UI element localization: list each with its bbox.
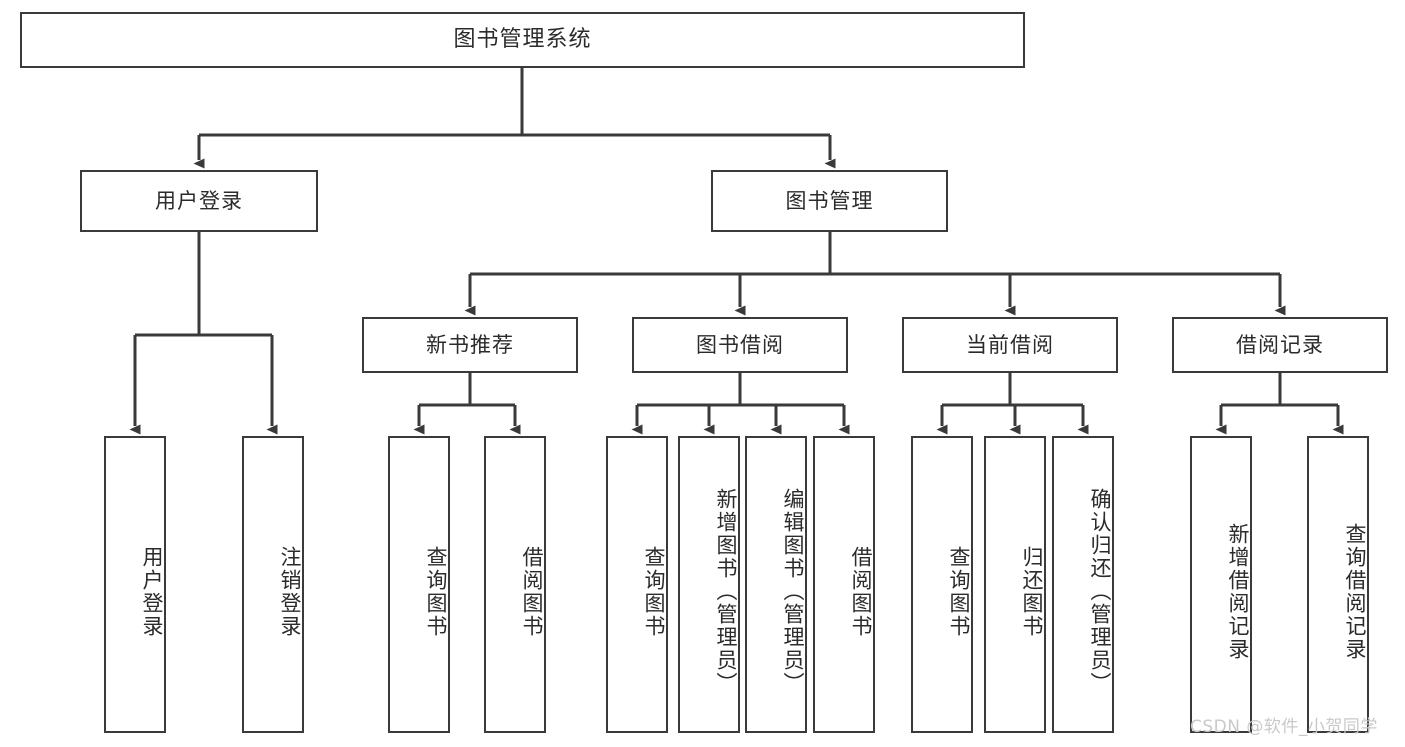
node-leaf-query-book-1[interactable]: 查询图书 [388, 436, 450, 733]
leaf-label: 编辑图书（管理员） [781, 488, 805, 695]
leaf-label: 查询图书 [424, 545, 448, 638]
node-current-borrow[interactable]: 当前借阅 [902, 317, 1118, 373]
node-user-login[interactable]: 用户登录 [80, 170, 318, 232]
watermark-text: CSDN @软件_小贺同学 [1190, 717, 1378, 737]
leaf-label: 新增图书（管理员） [714, 488, 738, 695]
leaf-label: 注销登录 [278, 545, 302, 638]
node-leaf-borrow-book-1[interactable]: 借阅图书 [484, 436, 546, 733]
leaf-label: 查询借阅记录 [1343, 522, 1367, 661]
node-leaf-return-book[interactable]: 归还图书 [984, 436, 1046, 733]
node-leaf-add-borrow-record[interactable]: 新增借阅记录 [1190, 436, 1252, 733]
node-leaf-user-login[interactable]: 用户登录 [104, 436, 166, 733]
leaf-label: 借阅图书 [849, 545, 873, 638]
node-root[interactable]: 图书管理系统 [20, 12, 1025, 68]
leaf-label: 查询图书 [947, 545, 971, 638]
node-leaf-confirm-return[interactable]: 确认归还（管理员） [1052, 436, 1114, 733]
node-leaf-logout[interactable]: 注销登录 [242, 436, 304, 733]
node-book-borrow[interactable]: 图书借阅 [632, 317, 848, 373]
leaf-label: 用户登录 [140, 545, 164, 638]
node-borrow-record[interactable]: 借阅记录 [1172, 317, 1388, 373]
leaf-label: 查询图书 [642, 545, 666, 638]
leaf-label: 新增借阅记录 [1226, 522, 1250, 661]
leaf-label: 确认归还（管理员） [1088, 488, 1112, 695]
node-book-manage[interactable]: 图书管理 [711, 170, 948, 232]
node-leaf-add-book[interactable]: 新增图书（管理员） [678, 436, 740, 733]
node-leaf-edit-book[interactable]: 编辑图书（管理员） [745, 436, 807, 733]
node-leaf-query-book-2[interactable]: 查询图书 [606, 436, 668, 733]
node-new-book-recommend[interactable]: 新书推荐 [362, 317, 578, 373]
leaf-label: 归还图书 [1020, 545, 1044, 638]
node-leaf-query-book-3[interactable]: 查询图书 [911, 436, 973, 733]
leaf-label: 借阅图书 [520, 545, 544, 638]
node-leaf-query-borrow-record[interactable]: 查询借阅记录 [1307, 436, 1369, 733]
node-leaf-borrow-book-2[interactable]: 借阅图书 [813, 436, 875, 733]
